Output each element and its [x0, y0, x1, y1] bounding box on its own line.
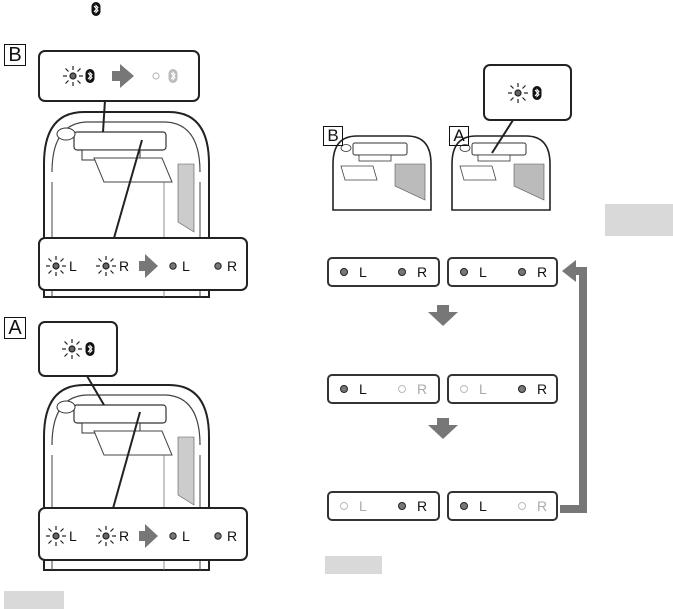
- bluetooth-icon: [92, 2, 101, 16]
- label-l: L: [359, 382, 367, 396]
- label-l: L: [359, 499, 367, 513]
- label-l: L: [69, 529, 77, 543]
- led-on-icon: [215, 263, 221, 269]
- arrow-right-icon: [112, 64, 134, 88]
- label-r: R: [537, 265, 547, 279]
- label-r: R: [537, 499, 547, 513]
- lr-state-a-row2: L R: [447, 374, 558, 404]
- label-l: L: [479, 382, 487, 396]
- led-on-icon: [215, 533, 221, 539]
- led-off-icon: [153, 73, 159, 79]
- arrow-right-icon: [139, 254, 158, 278]
- bluetooth-icon: [86, 342, 95, 356]
- arrow-down-icon: [428, 305, 458, 326]
- light-burst-icon: [96, 526, 116, 546]
- light-burst-icon: [62, 339, 82, 359]
- label-r: R: [119, 259, 129, 273]
- arrow-right-icon: [139, 524, 158, 548]
- callout-lr-b: L R L R: [38, 237, 248, 291]
- speaker-b-small: [333, 136, 431, 210]
- label-l: L: [359, 265, 367, 279]
- label-l: L: [479, 265, 487, 279]
- light-burst-icon: [46, 256, 66, 276]
- label-r: R: [227, 529, 237, 543]
- callout-bluetooth-right: [483, 64, 572, 121]
- label-r: R: [227, 259, 237, 273]
- callout-lr-a: L R L R: [38, 507, 248, 561]
- led-on-icon: [170, 533, 176, 539]
- note-bar: [4, 591, 64, 609]
- section-letter-a: A: [4, 317, 26, 339]
- lr-state-b-row3: L R: [327, 491, 440, 521]
- section-letter-b-small: B: [323, 126, 343, 146]
- section-letter-b: B: [4, 44, 26, 66]
- label-r: R: [417, 382, 427, 396]
- light-burst-icon: [508, 83, 528, 103]
- lr-state-a-row3: L R: [447, 491, 558, 521]
- bluetooth-icon: [86, 69, 95, 83]
- label-r: R: [417, 265, 427, 279]
- note-bar: [325, 556, 382, 574]
- side-tab: [605, 204, 673, 236]
- label-r: R: [417, 499, 427, 513]
- light-burst-icon: [96, 256, 116, 276]
- lr-state-b-row1: L R: [327, 257, 440, 287]
- label-r: R: [537, 382, 547, 396]
- label-l: L: [69, 259, 77, 273]
- speaker-a-small: [452, 136, 550, 210]
- label-l: L: [182, 259, 190, 273]
- callout-bluetooth-b: [38, 50, 200, 102]
- loop-arrow-icon: [560, 260, 583, 509]
- lr-state-a-row1: L R: [447, 257, 558, 287]
- light-burst-icon: [46, 526, 66, 546]
- led-on-icon: [170, 263, 176, 269]
- light-burst-icon: [63, 66, 83, 86]
- arrow-down-icon: [428, 418, 458, 439]
- label-l: L: [182, 529, 190, 543]
- bluetooth-icon-off: [169, 69, 178, 83]
- label-r: R: [119, 529, 129, 543]
- callout-bluetooth-a: [38, 321, 118, 377]
- lr-state-b-row2: L R: [327, 374, 440, 404]
- label-l: L: [479, 499, 487, 513]
- section-letter-a-small: A: [449, 126, 469, 146]
- bluetooth-icon: [533, 86, 542, 100]
